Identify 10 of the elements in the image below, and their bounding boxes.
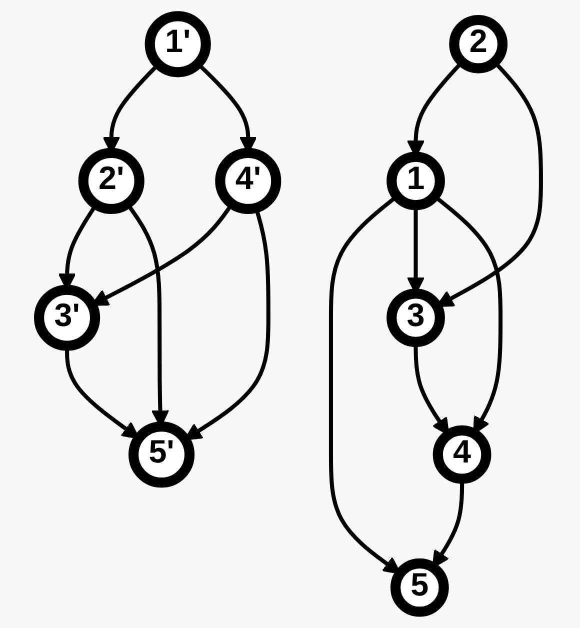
node-circle: 4	[432, 425, 492, 484]
node-circle: 4'	[215, 148, 282, 214]
node-circle: 3	[386, 288, 445, 347]
node-circle: 1	[386, 152, 445, 210]
node-circle: 5'	[128, 422, 195, 488]
node-circle: 5	[390, 558, 449, 617]
node-circle: 2'	[78, 148, 144, 214]
node-circle: 2	[449, 14, 508, 74]
node-circle: 1'	[144, 11, 211, 78]
node-circle: 3'	[34, 284, 100, 351]
